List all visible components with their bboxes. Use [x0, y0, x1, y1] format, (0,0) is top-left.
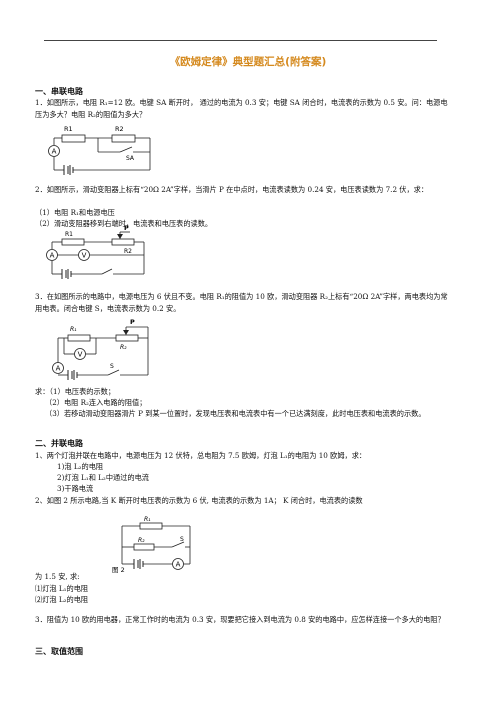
page-title: 《欧姆定律》典型题汇总(附答案)	[169, 56, 327, 68]
section-heading-range: 三、取值范围	[35, 647, 83, 656]
section-heading-series: 一、串联电路	[35, 87, 83, 96]
series-question-2-part-2: （2）滑动变阻器移到右端时，电流表和电压表的读数。	[35, 219, 213, 228]
section-heading-parallel: 二、并联电路	[35, 439, 83, 448]
resistor-label: R2	[124, 248, 132, 255]
series-question-3-part-2: （2）电阻 R₂连入电路的阻值；	[45, 398, 147, 407]
parallel-question-2-part-2: ⑵灯泡 L₂的电阻	[35, 595, 89, 604]
resistor-label: R₁	[144, 516, 151, 523]
ammeter-label: A	[50, 252, 55, 260]
parallel-question-1-part-1: 1)泡 L₂的电阻	[57, 462, 104, 471]
circuit-figure-1: A R1 R2 SA	[48, 125, 151, 175]
switch-label: S	[110, 363, 114, 370]
resistor-label: R₁	[70, 326, 77, 333]
switch-label: S	[180, 536, 184, 543]
parallel-question-1-part-2: 2)灯泡 L₁和 L₂中通过的电流	[57, 473, 149, 482]
parallel-question-2-continued: 为 1.5 安, 求:	[35, 572, 80, 581]
parallel-question-1-part-3: 3)干路电流	[57, 484, 94, 493]
parallel-question-2-part-1: ⑴灯泡 L₁的电阻	[35, 584, 89, 593]
ammeter-label: A	[52, 148, 57, 156]
slider-label: P	[130, 318, 135, 326]
ammeter-label: A	[176, 561, 181, 569]
parallel-question-2: 2、如图 2 所示电路,当 K 断开时电压表的示数为 6 伏, 电流表的示数为 …	[35, 496, 363, 505]
voltmeter-label: V	[82, 252, 87, 260]
series-question-3-part-3: （3）若移动滑动变阻器滑片 P 到某一位置时，发现电压表和电流表中有一个已达满刻…	[45, 409, 426, 418]
parallel-question-3: 3．阻值为 10 欧的用电器，正常工作时的电流为 0.3 安，现要把它接入到电流…	[35, 615, 445, 624]
slider-label: P	[124, 224, 129, 232]
resistor-label: R1	[64, 125, 73, 133]
figure-caption: 图 2	[112, 566, 125, 574]
parallel-question-1: 1、两个灯泡并联在电路中，电源电压为 12 伏特，总电阻为 7.5 欧姆，灯泡 …	[35, 451, 367, 460]
resistor-label: R₂	[138, 537, 145, 544]
series-question-1: 1．如图所示，电阻 R₁=12 欧。电键 SA 断开时， 通过的电流为 0.3 …	[35, 98, 448, 119]
voltmeter-label: V	[78, 351, 83, 359]
circuit-figure-4: A R₁ R₂ S 图 2	[112, 516, 191, 574]
resistor-label: R2	[115, 125, 124, 133]
series-question-2-part-1: （1）电阻 R₁和电源电压	[35, 208, 115, 217]
circuit-figure-3: A V R₁ R₂ P S	[52, 318, 149, 380]
ammeter-label: A	[56, 365, 61, 373]
header-rule	[44, 40, 437, 41]
series-question-3-part-1: 求：（1）电压表的示数；	[35, 387, 116, 396]
switch-label: SA	[126, 155, 135, 162]
series-question-2: 2．如图所示，滑动变阻器上标有“20Ω 2A”字样，当滑片 P 在中点时，电流表…	[35, 185, 429, 194]
series-question-3: 3．在如图所示的电路中，电源电压为 6 伏且不变。电阻 R₁的阻值为 10 欧，…	[35, 292, 448, 313]
resistor-label: R1	[65, 231, 73, 238]
resistor-label: R₂	[120, 344, 127, 351]
circuit-figure-2: A V R1 R2 P	[46, 224, 145, 279]
